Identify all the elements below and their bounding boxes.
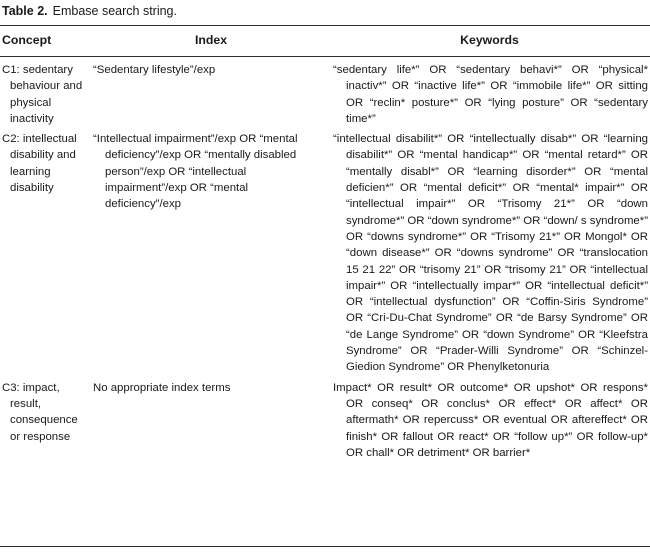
table-caption-text: Embase search string.: [52, 4, 177, 18]
table-caption: Table 2. Embase search string.: [0, 0, 650, 25]
keywords-cell: Impact* OR result* OR outcome* OR upshot…: [333, 381, 648, 459]
table-rule-top: [0, 25, 650, 26]
table-row-c3: C3: impact, result, consequence or respo…: [0, 380, 650, 465]
table-body: C1: sedentary behaviour and physical ina…: [0, 57, 650, 546]
table-row-c2: C2: intellectual disability and learning…: [0, 131, 650, 379]
index-cell: “Sedentary lifestyle”/exp: [93, 64, 216, 76]
table-header-row: Concept Index Keywords: [0, 26, 650, 56]
column-header-index: Index: [194, 33, 228, 47]
table-rule-bottom: [0, 546, 650, 547]
column-header-concept: Concept: [2, 33, 52, 47]
table-row-c1: C1: sedentary behaviour and physical ina…: [0, 62, 650, 131]
concept-cell: C1: sedentary behaviour and physical ina…: [2, 64, 83, 125]
index-cell: “Intellectual impairment”/exp OR “mental…: [93, 133, 298, 211]
index-cell: No appropriate index terms: [93, 381, 231, 394]
table-caption-label: Table 2.: [2, 4, 48, 18]
column-header-keywords: Keywords: [460, 33, 519, 47]
keywords-cell: “sedentary life*” OR “sedentary behavi*”…: [333, 64, 648, 125]
concept-cell: C3: impact, result, consequence or respo…: [2, 381, 78, 443]
table-rule-header: [0, 56, 650, 57]
keywords-cell: “intellectual disabilit*” OR “intellectu…: [333, 133, 648, 374]
concept-cell: C2: intellectual disability and learning…: [2, 133, 77, 195]
